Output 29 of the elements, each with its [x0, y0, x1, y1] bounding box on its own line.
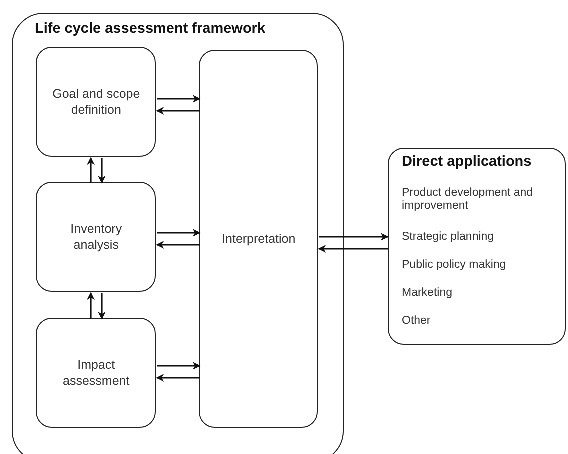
- arrow: [156, 374, 200, 382]
- arrow: [98, 158, 106, 184]
- arrow: [156, 107, 200, 115]
- list-item: Other: [402, 315, 432, 328]
- node-label: Inventory analysis: [70, 221, 124, 254]
- framework-frame: [12, 13, 344, 454]
- list-item: Marketing: [402, 287, 454, 300]
- process-box: [199, 50, 318, 428]
- list-item: Strategic planning: [402, 231, 496, 244]
- arrow: [156, 241, 200, 249]
- applications-box: [388, 148, 566, 345]
- arrow: [319, 233, 389, 241]
- arrow: [98, 293, 106, 320]
- arrow: [318, 245, 388, 253]
- node-label: Goal and scope definition: [52, 86, 142, 118]
- node-label: Impact assessment: [62, 357, 131, 390]
- process-box: [36, 318, 156, 428]
- frame-title: Life cycle assessment framework: [35, 21, 266, 37]
- box-heading: Direct applications: [402, 153, 533, 171]
- arrow: [157, 229, 201, 237]
- node-label: Interpretation: [221, 231, 297, 248]
- arrow: [87, 157, 95, 183]
- list-item: Public policy making: [402, 259, 508, 272]
- process-box: [36, 182, 156, 292]
- arrow: [157, 362, 201, 370]
- process-box: [36, 47, 156, 158]
- list-item: Product development and improvement: [402, 187, 534, 213]
- arrow: [157, 95, 201, 103]
- arrow: [87, 292, 95, 319]
